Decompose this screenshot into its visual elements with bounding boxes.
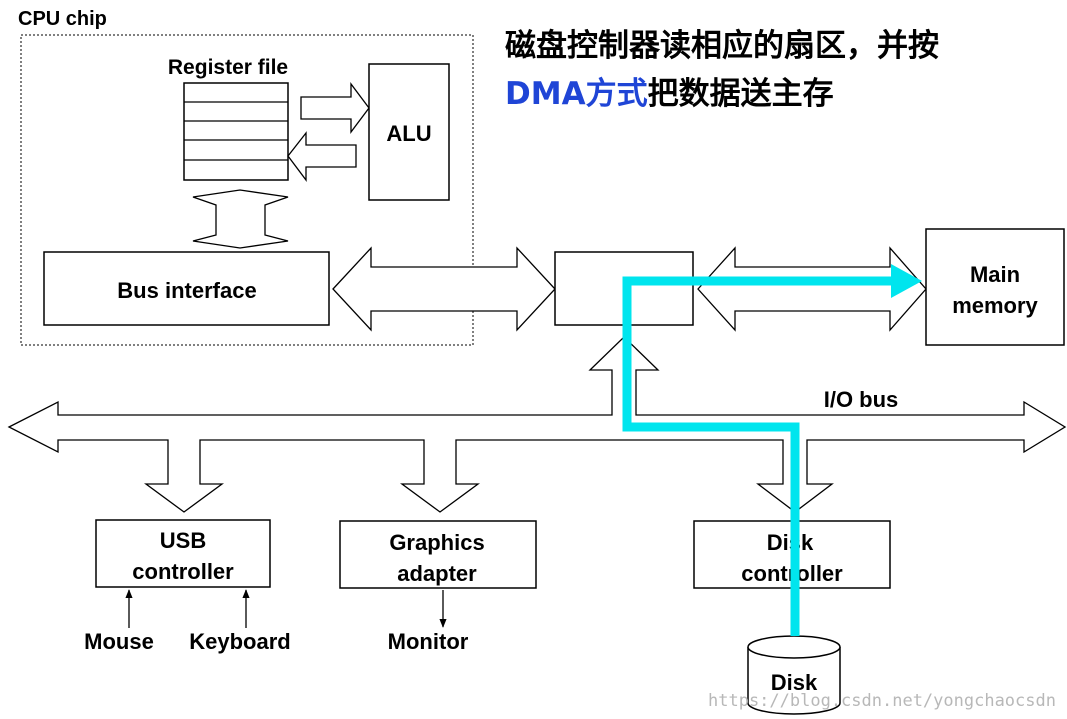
graphics-adapter-label-2: adapter <box>397 561 477 586</box>
main-memory-label-2: memory <box>952 293 1038 318</box>
register-to-alu-arrow <box>300 82 370 134</box>
mouse-label: Mouse <box>84 629 154 654</box>
bus-interface-box <box>43 251 330 326</box>
disk-controller-label-1: Disk <box>767 530 814 555</box>
io-bus-arrow <box>7 336 1067 513</box>
io-bus-label: I/O bus <box>824 387 899 412</box>
usb-controller-box <box>95 519 271 588</box>
main-memory-label-1: Main <box>970 262 1020 287</box>
system-bus-arrow <box>332 246 556 332</box>
title-line-2-rest: 把数据送主存 <box>648 76 834 112</box>
dma-path-arrowhead <box>891 264 922 298</box>
register-bus-interface-arrow <box>192 189 289 249</box>
monitor-label: Monitor <box>388 629 469 654</box>
usb-controller-label-2: controller <box>132 559 234 584</box>
main-memory-box <box>925 228 1065 346</box>
cpu-chip-label: CPU chip <box>18 8 107 30</box>
dma-data-path <box>622 276 895 636</box>
graphics-adapter-box <box>339 520 537 589</box>
title-line-2: DMA方式把数据送主存 <box>505 76 834 112</box>
alu-box <box>368 63 450 201</box>
keyboard-label: Keyboard <box>189 629 290 654</box>
usb-controller-label-1: USB <box>160 528 206 553</box>
register-file-label: Register file <box>168 56 288 79</box>
disk-label: Disk <box>771 670 818 695</box>
graphics-adapter-label-1: Graphics <box>389 530 484 555</box>
title-dma-highlight: DMA方式 <box>505 76 648 112</box>
alu-label: ALU <box>386 121 431 146</box>
bus-interface-label: Bus interface <box>117 278 256 303</box>
watermark: https://blog.csdn.net/yongchaocsdn <box>708 691 1056 711</box>
title-line-1: 磁盘控制器读相应的扇区，并按 <box>505 28 939 64</box>
cpu-chip-boundary <box>20 34 474 346</box>
register-file <box>183 82 289 181</box>
alu-to-register-arrow <box>287 131 357 182</box>
